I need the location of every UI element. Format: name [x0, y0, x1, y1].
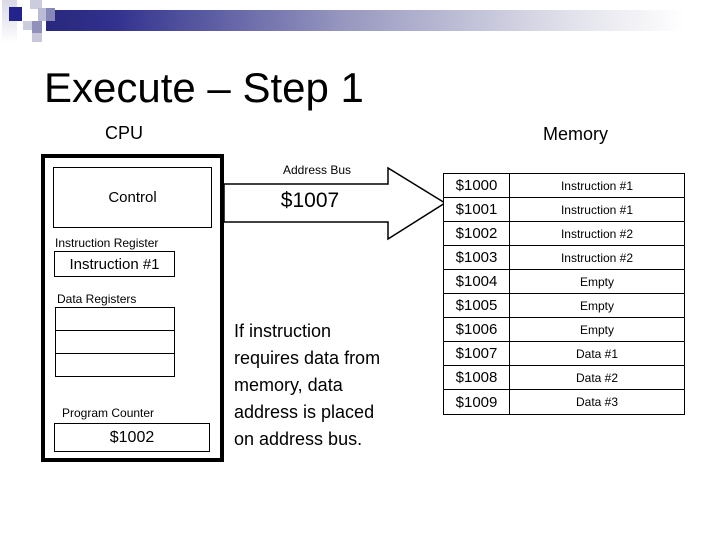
address-bus-arrow-icon — [223, 166, 447, 241]
instruction-register-box: Instruction #1 — [54, 251, 175, 277]
memory-row: $1005 Empty — [444, 294, 684, 318]
caption-text: If instruction requires data from memory, … — [234, 318, 380, 453]
memory-address-cell: $1008 — [444, 366, 510, 389]
caption-line: on address bus. — [234, 429, 363, 449]
memory-row: $1006 Empty — [444, 318, 684, 342]
data-register-box — [55, 330, 175, 354]
memory-address-cell: $1000 — [444, 174, 510, 197]
memory-row: $1004 Empty — [444, 270, 684, 294]
page-title: Execute – Step 1 — [44, 64, 364, 111]
memory-content-cell: Instruction #1 — [560, 178, 634, 193]
memory-content-cell: Instruction #2 — [560, 250, 634, 265]
memory-address-cell: $1007 — [444, 342, 510, 365]
data-register-box — [55, 353, 175, 377]
cpu-label: CPU — [105, 123, 144, 143]
memory-content-cell: Instruction #1 — [560, 202, 634, 217]
control-unit-box: Control — [53, 167, 212, 228]
memory-address-cell: $1004 — [444, 270, 510, 293]
program-counter-label: Program Counter — [62, 406, 155, 420]
instruction-register-label: Instruction Register — [55, 236, 159, 250]
memory-address-cell: $1009 — [444, 390, 510, 414]
program-counter-box: $1002 — [54, 423, 210, 452]
deco-square-light-2 — [23, 21, 32, 30]
address-bus-value: $1007 — [280, 189, 340, 212]
deco-square-slate-2 — [32, 21, 42, 33]
memory-address-cell: $1001 — [444, 198, 510, 221]
deco-square-light — [30, 0, 42, 9]
cpu-box — [41, 154, 224, 462]
memory-row: $1007 Data #1 — [444, 342, 684, 366]
address-bus-label: Address Bus — [283, 163, 352, 177]
memory-address-cell: $1005 — [444, 294, 510, 317]
memory-row: $1003 Instruction #2 — [444, 246, 684, 270]
control-unit-label: Control — [108, 189, 157, 206]
data-register-box — [55, 307, 175, 331]
memory-content-cell: Data #2 — [575, 370, 619, 385]
memory-label: Memory — [543, 124, 609, 144]
memory-address-cell: $1003 — [444, 246, 510, 269]
memory-content-cell: Data #3 — [575, 395, 619, 409]
memory-address-cell: $1006 — [444, 318, 510, 341]
data-register-boxes — [55, 307, 175, 377]
memory-content-cell: Empty — [579, 298, 614, 313]
deco-square-slate — [46, 8, 55, 21]
instruction-register-value: Instruction #1 — [69, 255, 160, 273]
deco-gradient-bar — [46, 10, 712, 31]
caption-line: requires data from — [234, 348, 381, 368]
memory-content-cell: Data #1 — [575, 346, 619, 361]
deco-square-navy — [9, 7, 22, 21]
memory-content-cell: Empty — [579, 322, 614, 337]
memory-row: $1008 Data #2 — [444, 366, 684, 390]
memory-content-cell: Empty — [579, 274, 614, 289]
data-registers-label: Data Registers — [57, 292, 137, 306]
memory-row: $1000 Instruction #1 — [444, 174, 684, 198]
caption-line: If instruction — [234, 321, 332, 341]
deco-square-light-3 — [32, 33, 42, 42]
memory-address-cell: $1002 — [444, 222, 510, 245]
deco-square-lavender — [38, 8, 46, 21]
memory-row: $1009 Data #3 — [444, 390, 684, 414]
memory-row: $1001 Instruction #1 — [444, 198, 684, 222]
caption-line: memory, data — [234, 375, 343, 395]
memory-content-cell: Instruction #2 — [560, 226, 634, 241]
program-counter-value: $1002 — [109, 428, 155, 446]
caption-line: address is placed — [234, 402, 375, 422]
memory-row: $1002 Instruction #2 — [444, 222, 684, 246]
